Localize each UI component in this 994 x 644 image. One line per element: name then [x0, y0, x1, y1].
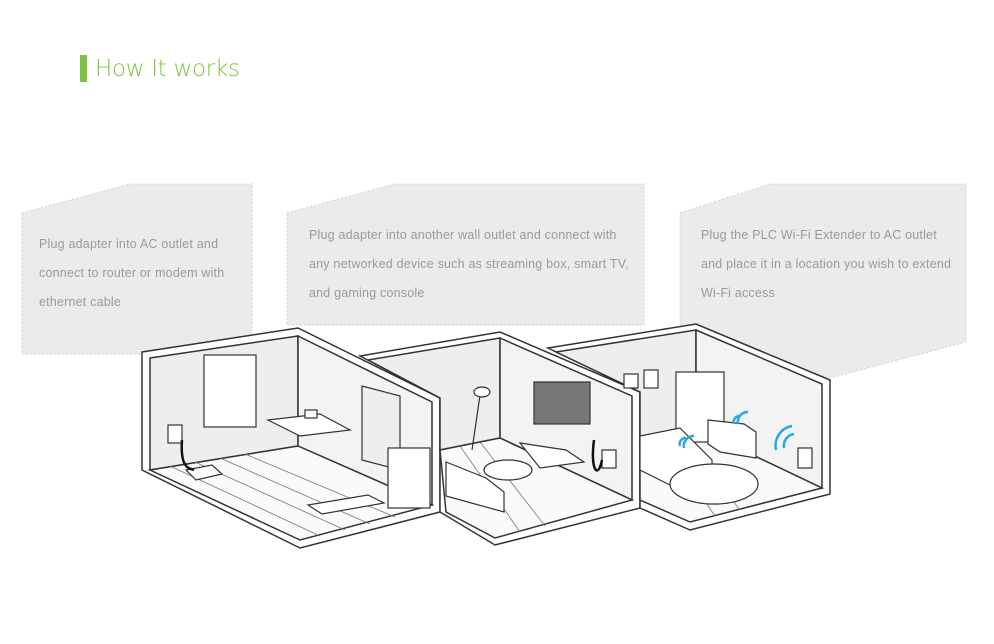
section-title: How It works [80, 55, 240, 82]
callout-panel-2 [286, 183, 645, 326]
tv-stand [518, 442, 586, 469]
callout-panel-1 [21, 183, 253, 355]
title-accent-bar [80, 55, 87, 82]
step-2-text: Plug adapter into another wall outlet an… [309, 228, 629, 300]
window [203, 354, 257, 428]
plc-adapter-2 [601, 449, 617, 469]
bookshelf [387, 447, 431, 509]
sofa [445, 461, 505, 513]
callout-panel-3 [679, 183, 967, 379]
table [483, 459, 533, 481]
wifi-icon [678, 410, 795, 451]
title-text: How It works [95, 55, 240, 82]
tv [533, 381, 591, 425]
plc-adapter-1 [167, 424, 183, 444]
bench [306, 494, 386, 515]
rug [669, 463, 759, 505]
wifi-extender [797, 447, 813, 469]
desk [265, 413, 352, 437]
nightstand [707, 419, 757, 459]
laptop [304, 409, 318, 419]
step-3-text: Plug the PLC Wi-Fi Extender to AC outlet… [701, 228, 952, 300]
router [184, 464, 224, 481]
step-1-text: Plug adapter into AC outlet and connect … [39, 237, 225, 309]
